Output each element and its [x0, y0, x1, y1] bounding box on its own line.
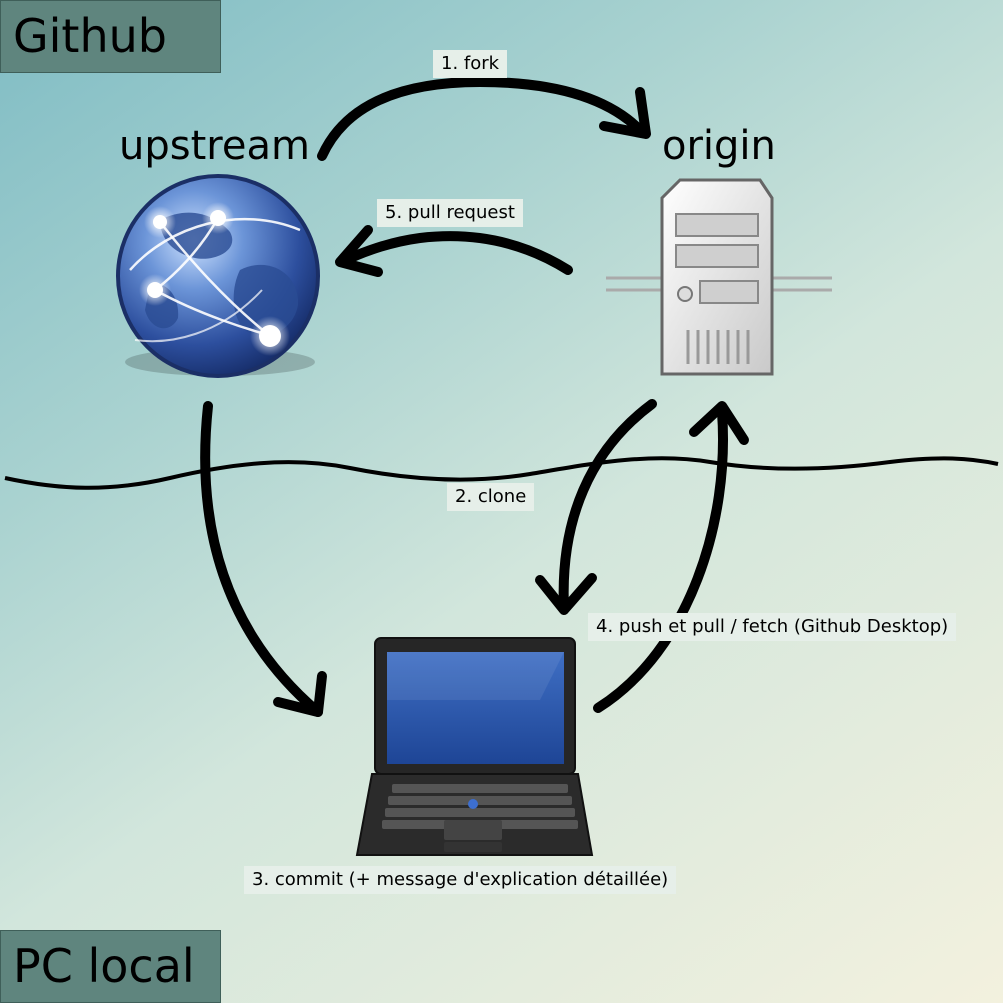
- arrow-fork: [317, 77, 645, 161]
- arrow-pull-request: [337, 231, 573, 275]
- arrow-upstream-to-local: [200, 401, 323, 717]
- step-fork-label: 1. fork: [433, 50, 508, 78]
- origin-label: origin: [662, 123, 776, 169]
- arrow-pull-request-head: [335, 225, 383, 277]
- upstream-label: upstream: [119, 123, 310, 169]
- laptop-icon: [355, 637, 594, 856]
- step-push-pull-label: 4. push et pull / fetch (Github Desktop): [588, 613, 957, 641]
- globe-icon: [116, 174, 320, 378]
- arrow-clone: [558, 399, 657, 613]
- arrow-fork-head: [599, 87, 651, 139]
- step-commit-label: 3. commit (+ message d'explication détai…: [244, 866, 677, 894]
- arrow-push-pull-head: [689, 401, 749, 445]
- boundary-wave: [4, 456, 999, 490]
- zone-label-local: PC local: [0, 930, 221, 1003]
- arrow-push-pull: [593, 407, 728, 713]
- server-icon: [606, 178, 832, 376]
- step-clone-label: 2. clone: [447, 483, 535, 511]
- step-pull-request-label: 5. pull request: [377, 199, 523, 227]
- zone-label-github: Github: [0, 0, 221, 73]
- arrow-clone-head: [535, 573, 597, 615]
- arrow-upstream-head: [273, 671, 327, 717]
